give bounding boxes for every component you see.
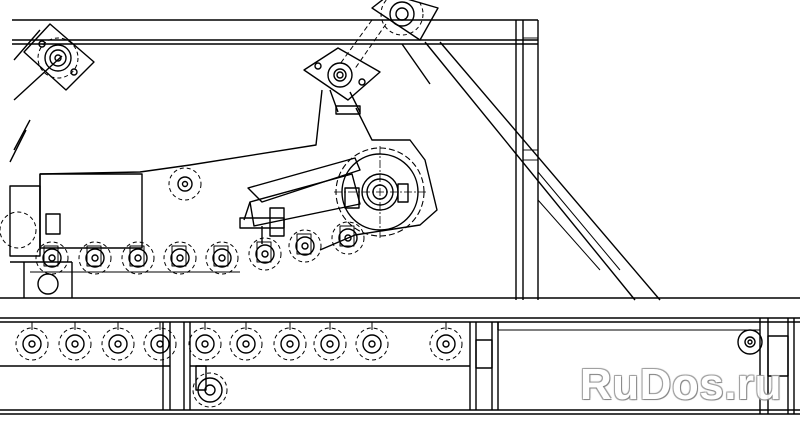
right-diagonal-brace (401, 41, 661, 301)
lower-roller-row (15, 322, 463, 361)
right-end-roller (737, 318, 795, 414)
right-vertical-post (515, 20, 539, 300)
left-diagonal-brace (9, 29, 63, 163)
bottom-caster-left (192, 365, 228, 408)
upper-roller-8 (331, 221, 365, 255)
upper-roller-7 (288, 229, 322, 263)
left-top-bearing-block (23, 23, 95, 91)
left-motor-housing (0, 185, 73, 298)
lower-roller-6 (229, 327, 263, 361)
lower-roller-10 (429, 327, 463, 361)
upper-roller-1 (35, 241, 69, 275)
lower-roller-3 (101, 327, 135, 361)
center-bearing-block (303, 47, 381, 115)
upper-roller-chain (30, 221, 365, 275)
lower-frame (0, 322, 800, 415)
top-right-bearing-block (339, 0, 439, 71)
lower-roller-2 (58, 327, 92, 361)
upper-roller-2 (78, 241, 112, 275)
upper-roller-6 (248, 237, 282, 271)
upper-roller-5 (205, 241, 239, 275)
lower-roller-5 (188, 327, 222, 361)
main-horizontal-beam (0, 297, 800, 323)
upper-roller-4 (163, 241, 197, 275)
top-frame-beam (12, 19, 538, 45)
site-watermark: RuDos.ru (580, 360, 782, 409)
lower-roller-1 (15, 327, 49, 361)
lower-roller-9 (355, 327, 389, 361)
plate-idler-roller (168, 167, 202, 201)
lower-roller-7 (273, 327, 307, 361)
swing-arm-plate (39, 89, 438, 251)
tension-bracket (239, 157, 361, 244)
drive-wheel (334, 146, 426, 238)
lower-roller-4 (143, 327, 177, 361)
lower-roller-8 (313, 327, 347, 361)
upper-roller-3 (121, 241, 155, 275)
